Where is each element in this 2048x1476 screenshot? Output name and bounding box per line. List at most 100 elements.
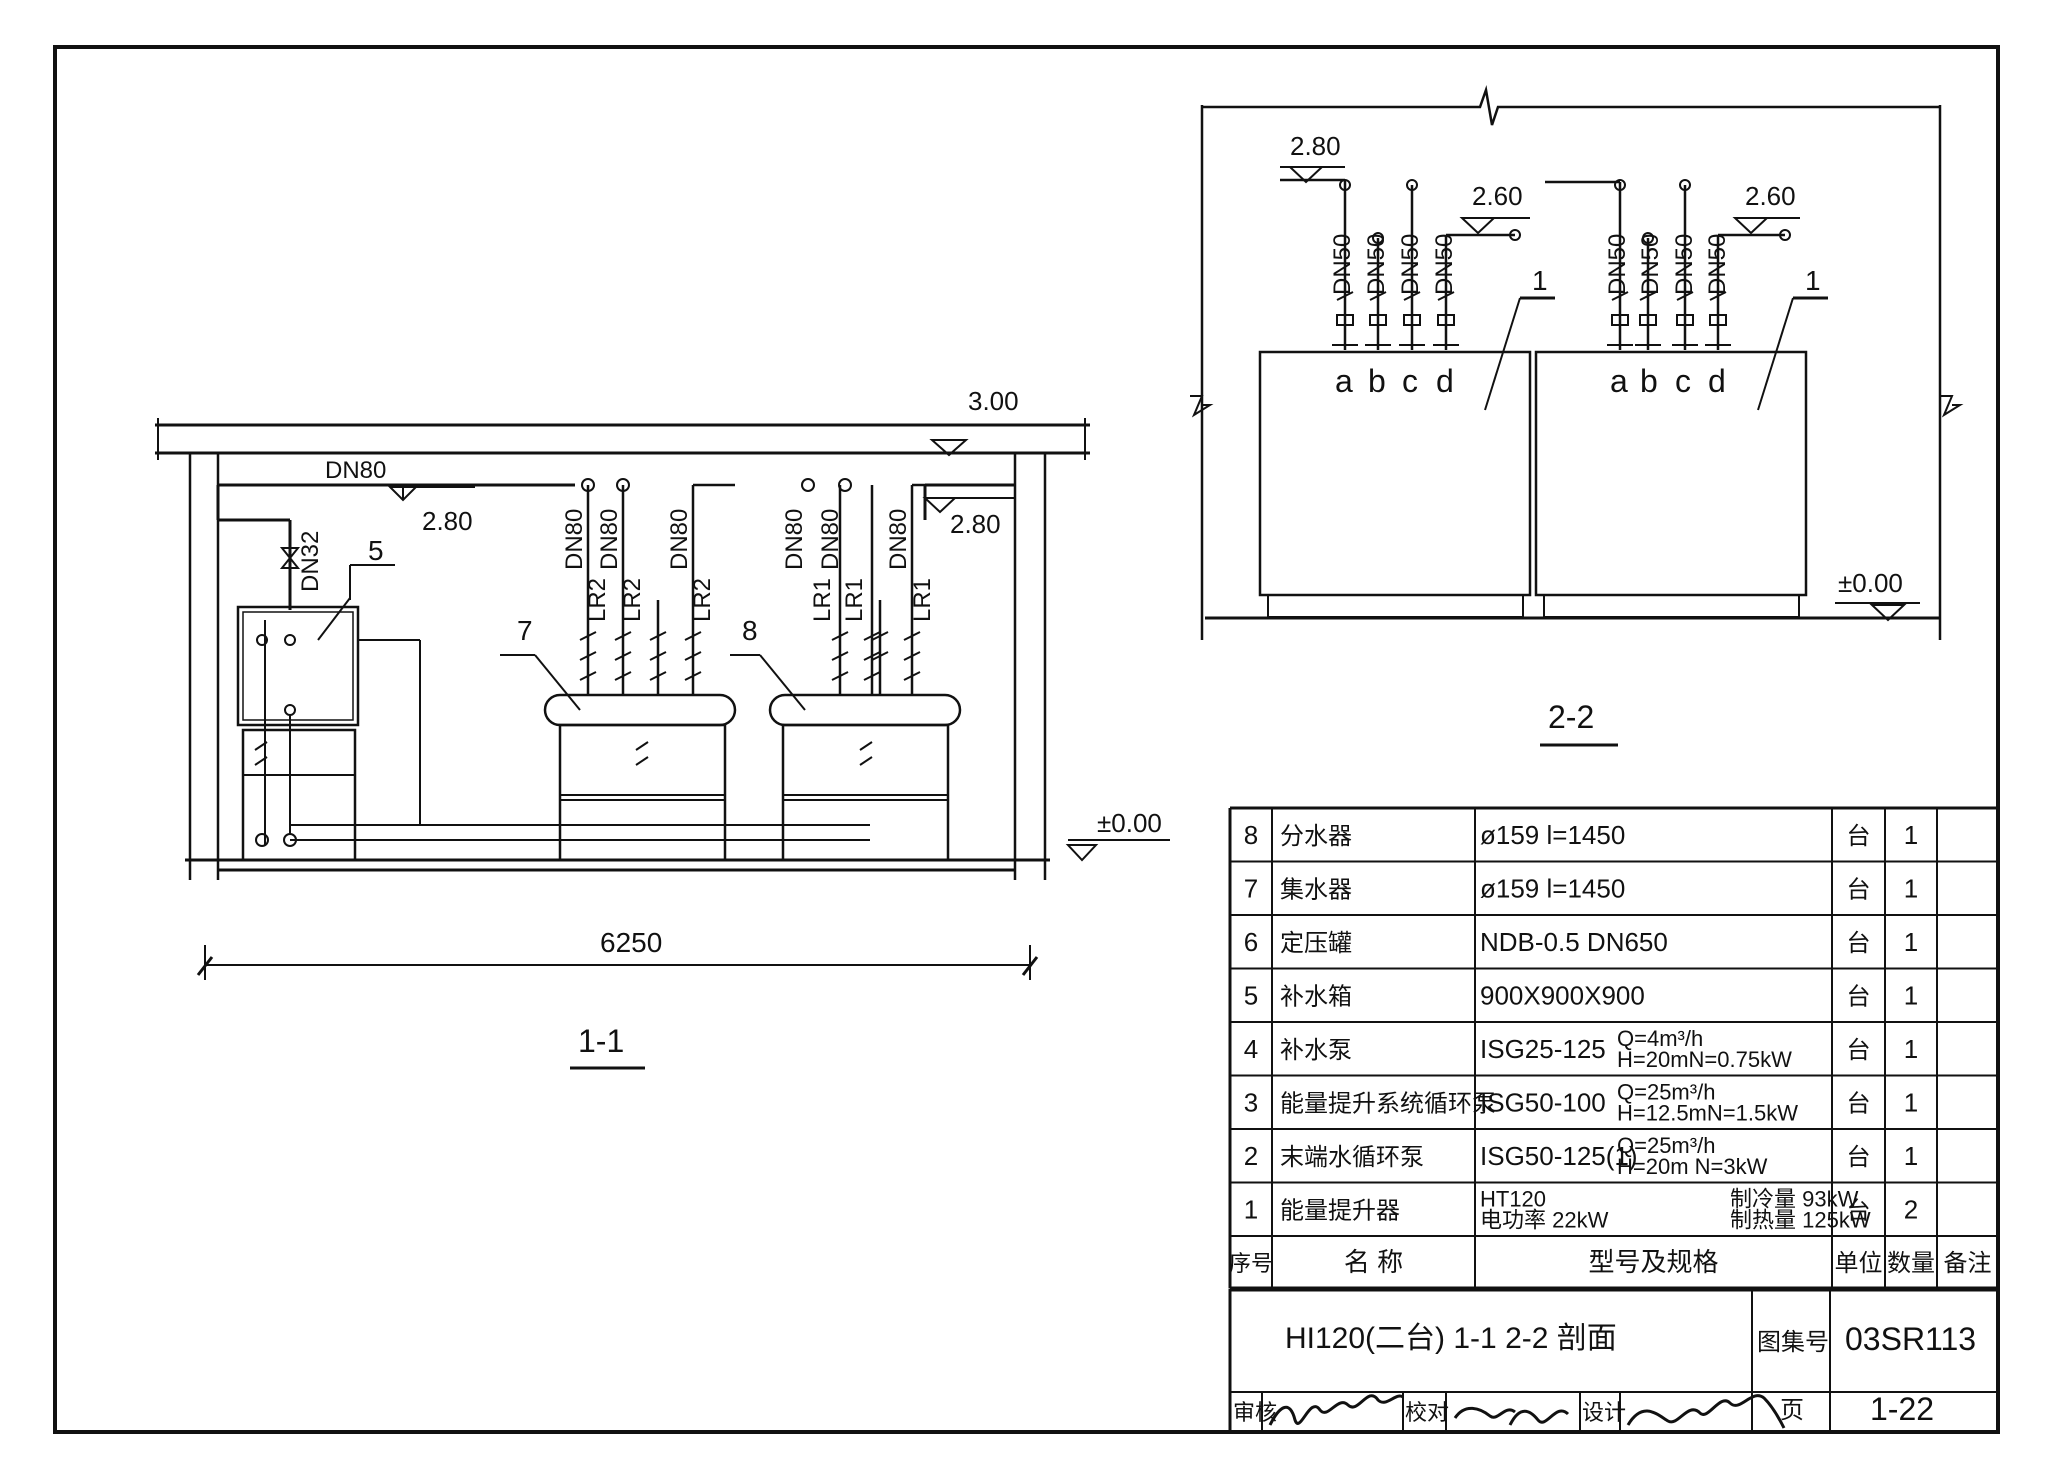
row-1-unit: 台 [1847, 1197, 1871, 1224]
header-no: 序号 [1229, 1251, 1273, 1276]
row-3-spec: ISG50-100 [1480, 1087, 1606, 1117]
row-7-name: 集水器 [1280, 876, 1352, 903]
row-1-name: 能量提升器 [1280, 1197, 1400, 1224]
atlas-number: 03SR113 [1845, 1321, 1976, 1357]
port-c-right: c [1675, 363, 1691, 399]
row-3-spec2-line-2: H=12.5mN=1.5kW [1617, 1100, 1798, 1125]
row-1-spec2-line-2: 制热量 125kW [1730, 1207, 1871, 1232]
row-5-name: 补水箱 [1280, 983, 1352, 1010]
lr1-label-1: LR1 [809, 578, 836, 622]
port-a-left: a [1335, 363, 1353, 399]
page-number: 1-22 [1870, 1391, 1934, 1427]
row-4-spec2-line-2: H=20mN=0.75kW [1617, 1047, 1792, 1072]
header-unit: 单位 [1835, 1250, 1883, 1277]
signature-review [1268, 1394, 1404, 1426]
atlas-label: 图集号 [1757, 1329, 1829, 1356]
dn80-label-4: DN80 [781, 509, 808, 570]
row-6-name: 定压罐 [1280, 930, 1352, 957]
row-7-spec: ø159 l=1450 [1480, 873, 1625, 903]
row-1-qty: 2 [1904, 1194, 1918, 1224]
dn80-label-6: DN80 [885, 509, 912, 570]
dn80-label-5: DN80 [817, 509, 844, 570]
section-title-1-1: 1-1 [578, 1023, 624, 1059]
row-8-no: 8 [1244, 820, 1258, 850]
dn50-label-8: DN50 [1704, 234, 1731, 295]
row-6-unit: 台 [1847, 930, 1871, 957]
dn50-label-3: DN50 [1397, 234, 1424, 295]
row-1-spec-line-2: 电功率 22kW [1480, 1207, 1609, 1232]
row-7-qty: 1 [1904, 873, 1918, 903]
elevation-2.80-left: 2.80 [422, 506, 473, 536]
row-1-spec2-line-1: 制冷量 93kW [1730, 1187, 1859, 1212]
row-2-unit: 台 [1847, 1144, 1871, 1171]
dn50-label-7: DN50 [1671, 234, 1698, 295]
row-5-spec: 900X900X900 [1480, 980, 1645, 1010]
row-4-spec2-line-1: Q=4m³/h [1617, 1026, 1703, 1051]
drawing-title: HI120(二台) 1-1 2-2 剖面 [1285, 1322, 1617, 1355]
title-block: HI120(二台) 1-1 2-2 剖面 图集号 03SR113 页 1-22 … [1228, 1288, 2000, 1434]
elevation-2.60-mid: 2.60 [1472, 181, 1523, 211]
row-6-spec: NDB-0.5 DN650 [1480, 927, 1668, 957]
elevation-2.80-2-2: 2.80 [1290, 131, 1341, 161]
row-2-name: 末端水循环泵 [1280, 1144, 1424, 1171]
port-d-right: d [1708, 363, 1726, 399]
row-2-no: 2 [1244, 1141, 1258, 1171]
elevation-0.00-right: ±0.00 [1838, 568, 1903, 598]
dn50-label-2: DN50 [1363, 234, 1390, 295]
row-1-spec-line-1: HT120 [1480, 1187, 1546, 1212]
row-4-qty: 1 [1904, 1034, 1918, 1064]
section-2-2: DN50 DN50 DN50 DN50 DN50 DN50 DN50 DN50 … [1190, 85, 1964, 747]
port-b-right: b [1640, 363, 1658, 399]
callout-1-left: 1 [1532, 265, 1548, 296]
row-8-spec: ø159 l=1450 [1480, 820, 1625, 850]
elevation-2.60-right: 2.60 [1745, 181, 1796, 211]
row-8-unit: 台 [1847, 823, 1871, 850]
row-4-spec: ISG25-125 [1480, 1034, 1606, 1064]
dn50-label-4: DN50 [1431, 234, 1458, 295]
page-label: 页 [1780, 1397, 1804, 1424]
header-remark: 备注 [1944, 1250, 1992, 1277]
row-5-no: 5 [1244, 980, 1258, 1010]
signature-design [1626, 1394, 1786, 1429]
callout-8: 8 [742, 615, 758, 646]
row-1-no: 1 [1244, 1194, 1258, 1224]
energy-unit-left [1258, 350, 1532, 597]
elevation-3.00: 3.00 [968, 386, 1019, 416]
main-pipe-label: DN80 [325, 457, 386, 484]
header-spec: 型号及规格 [1588, 1247, 1718, 1277]
design-label: 设计 [1582, 1400, 1626, 1425]
review-label: 审核 [1233, 1400, 1277, 1425]
section-1-1: DN80 DN32 2.80 3.00 2.80 [155, 386, 1170, 1070]
dimension-6250: 6250 [600, 927, 662, 958]
port-a-right: a [1610, 363, 1628, 399]
lr1-label-3: LR1 [909, 578, 936, 622]
row-4-no: 4 [1244, 1034, 1258, 1064]
row-2-qty: 1 [1904, 1141, 1918, 1171]
port-c-left: c [1402, 363, 1418, 399]
row-2-spec: ISG50-125(1) [1480, 1141, 1638, 1171]
signature-check [1453, 1406, 1570, 1426]
elevation-0.00-left: ±0.00 [1097, 808, 1162, 838]
row-8-name: 分水器 [1280, 823, 1352, 850]
row-3-qty: 1 [1904, 1087, 1918, 1117]
port-b-left: b [1368, 363, 1386, 399]
row-4-name: 补水泵 [1280, 1037, 1352, 1064]
elevation-2.80-right: 2.80 [950, 509, 1001, 539]
row-3-unit: 台 [1847, 1090, 1871, 1117]
row-5-qty: 1 [1904, 980, 1918, 1010]
dn50-label-6: DN50 [1637, 234, 1664, 295]
row-6-no: 6 [1244, 927, 1258, 957]
header-qty: 数量 [1887, 1250, 1935, 1277]
dn80-label-1: DN80 [561, 509, 588, 570]
row-2-spec2-line-2: H=20m N=3kW [1617, 1154, 1768, 1179]
lr2-label-1: LR2 [584, 578, 611, 622]
row-7-unit: 台 [1847, 876, 1871, 903]
port-d-left: d [1436, 363, 1454, 399]
row-2-spec2-line-1: Q=25m³/h [1617, 1133, 1715, 1158]
dn50-label-5: DN50 [1604, 234, 1631, 295]
callout-5: 5 [368, 535, 384, 566]
dn80-label-2: DN80 [596, 509, 623, 570]
makeup-pipe-label: DN32 [297, 531, 324, 592]
